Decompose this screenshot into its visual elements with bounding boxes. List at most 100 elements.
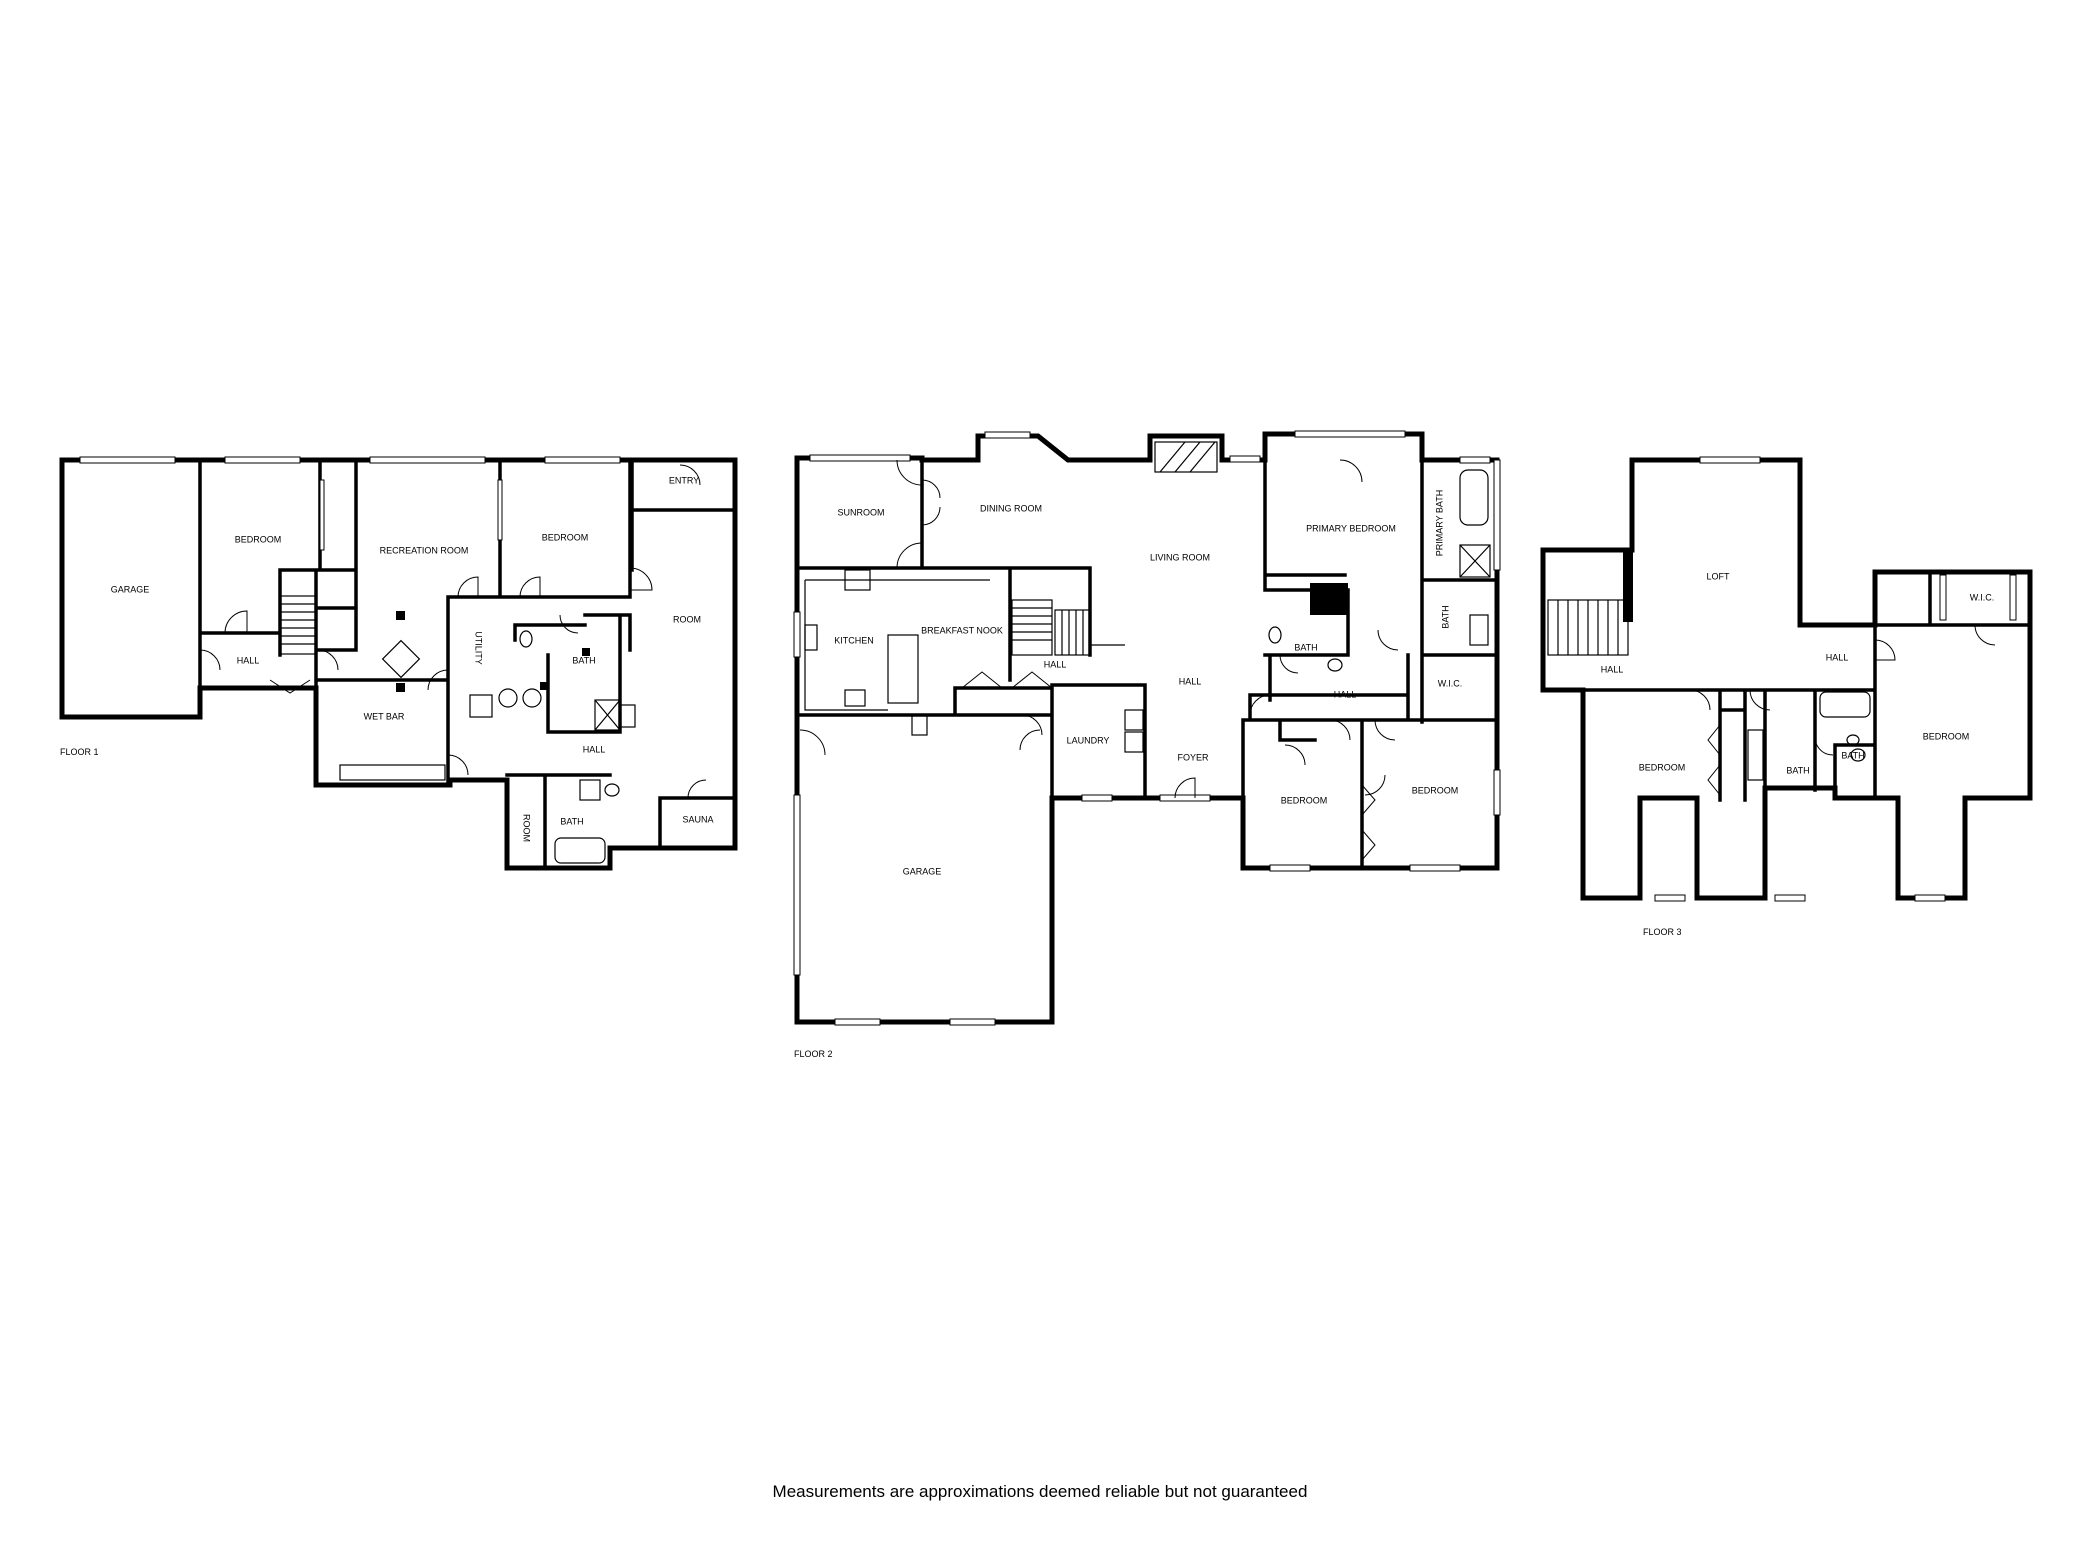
floor-1-fixture (381, 639, 421, 679)
room-label: HALL (1179, 676, 1202, 686)
room-label: BEDROOM (1923, 731, 1970, 741)
floor-3-window (1939, 574, 1947, 621)
floor-2-door (1329, 719, 1396, 741)
kitchen-range (844, 689, 866, 707)
room-label: LOFT (1706, 571, 1730, 581)
room-label: BREAKFAST NOOK (921, 625, 1003, 635)
floor-1-column (396, 611, 405, 620)
floor-2-door (1361, 784, 1376, 861)
floor-1-door (629, 567, 653, 591)
floor-3-toilet (1846, 734, 1860, 746)
floor-2-door (896, 459, 923, 486)
room-label: PRIMARY BATH (1434, 490, 1444, 557)
floor-3-window (1914, 894, 1946, 902)
room-label: HALL (237, 655, 260, 665)
kitchen-appliance (844, 569, 871, 591)
floor-3-window (1699, 456, 1761, 464)
floor-1-plan (59, 456, 738, 871)
kitchen-appliance (911, 714, 928, 736)
floor-1-toilet (519, 630, 533, 648)
floor-2-door (1174, 777, 1196, 799)
floor-3-door (1974, 624, 1996, 646)
floor-1-window (497, 479, 503, 541)
floor-2-window (1459, 456, 1491, 464)
floor-3-door (1689, 689, 1711, 711)
floor-2-interior-walls (795, 432, 1499, 1024)
laundry-appliance (1124, 731, 1144, 753)
floor-3-window (1774, 894, 1806, 902)
room-label: PRIMARY BEDROOM (1306, 523, 1396, 533)
floor-1-door (317, 649, 339, 671)
room-label: BATH (1786, 765, 1809, 775)
room-label: W.I.C. (1438, 678, 1463, 688)
room-label: ROOM (522, 814, 532, 842)
floor-3-door (1814, 734, 1834, 756)
floor-3-vanity (1747, 729, 1764, 781)
floor-3-door (1749, 689, 1771, 711)
floor-2-door (961, 671, 1053, 689)
room-labels: GARAGE BEDROOM HALL RECREATION ROOM WET … (60, 475, 1994, 1059)
floor-3-exterior-wall (1540, 457, 2033, 901)
floor-2-window (834, 1018, 881, 1026)
room-label: W.I.C. (1970, 592, 1995, 602)
room-label: BEDROOM (1281, 795, 1328, 805)
kitchen-counter (804, 579, 990, 711)
floor-2-stairs (1011, 599, 1125, 656)
floor-2-toilet (1327, 658, 1343, 672)
floor-1-fixture (540, 682, 548, 690)
floor-3-window (2009, 574, 2017, 621)
floor-2-window (984, 431, 1031, 439)
room-label: HALL (1826, 652, 1849, 662)
room-label: GARAGE (111, 584, 150, 594)
floor-1-fixture (582, 648, 590, 656)
floor-2-window (1229, 455, 1261, 463)
floor-1-exterior-wall (59, 457, 738, 871)
floor-1-door (519, 576, 541, 598)
floor-1-fixture (498, 688, 518, 708)
room-label: WET BAR (364, 711, 405, 721)
room-label: UTILITY (474, 631, 484, 665)
floor-2-window (1493, 459, 1501, 571)
fireplace (1154, 441, 1218, 473)
floor-1-stairs (279, 595, 317, 655)
floor-2-door (1377, 629, 1399, 651)
primary-bath-shower (1459, 544, 1491, 578)
room-label: ROOM (673, 614, 701, 624)
floor-1-window (544, 456, 621, 464)
floor-1-fixture (522, 688, 542, 708)
floor-label: FLOOR 2 (794, 1049, 833, 1059)
floor-2-door (799, 729, 826, 756)
floor-2-plan (793, 430, 1501, 1026)
kitchen-sink (804, 624, 818, 651)
floor-2-window (809, 454, 911, 462)
floor-1-column (396, 683, 405, 692)
floor-2-window (1409, 864, 1461, 872)
room-label: BEDROOM (235, 534, 282, 544)
floor-1-fixture (469, 694, 493, 718)
room-label: SAUNA (682, 814, 713, 824)
floor-1-window (224, 456, 301, 464)
room-label: HALL (1334, 689, 1357, 699)
floor-2-chimney (1310, 583, 1348, 615)
floor-1-window (79, 456, 176, 464)
floor-2-window (1294, 430, 1406, 438)
room-label: KITCHEN (834, 635, 874, 645)
primary-bath-shower (1459, 544, 1491, 578)
room-label: FOYER (1177, 752, 1209, 762)
floor-3-plan (1540, 456, 2033, 902)
floor-1-door (224, 610, 248, 634)
room-label: BATH (572, 655, 595, 665)
floor-3-stairs (1547, 599, 1629, 656)
floor-1-tub (554, 837, 606, 864)
floor-3-window (1654, 894, 1686, 902)
floor-2-window (949, 1018, 996, 1026)
floor-2-door (1284, 744, 1306, 766)
floor-1-door (559, 614, 579, 634)
floor-1-door (269, 679, 311, 694)
floor-2-door (1019, 729, 1041, 751)
room-label: BATH (1841, 750, 1864, 760)
floor-1-door (679, 464, 701, 486)
room-label: SUNROOM (838, 507, 885, 517)
room-label: DINING ROOM (980, 503, 1042, 513)
room-label: HALL (1601, 664, 1624, 674)
